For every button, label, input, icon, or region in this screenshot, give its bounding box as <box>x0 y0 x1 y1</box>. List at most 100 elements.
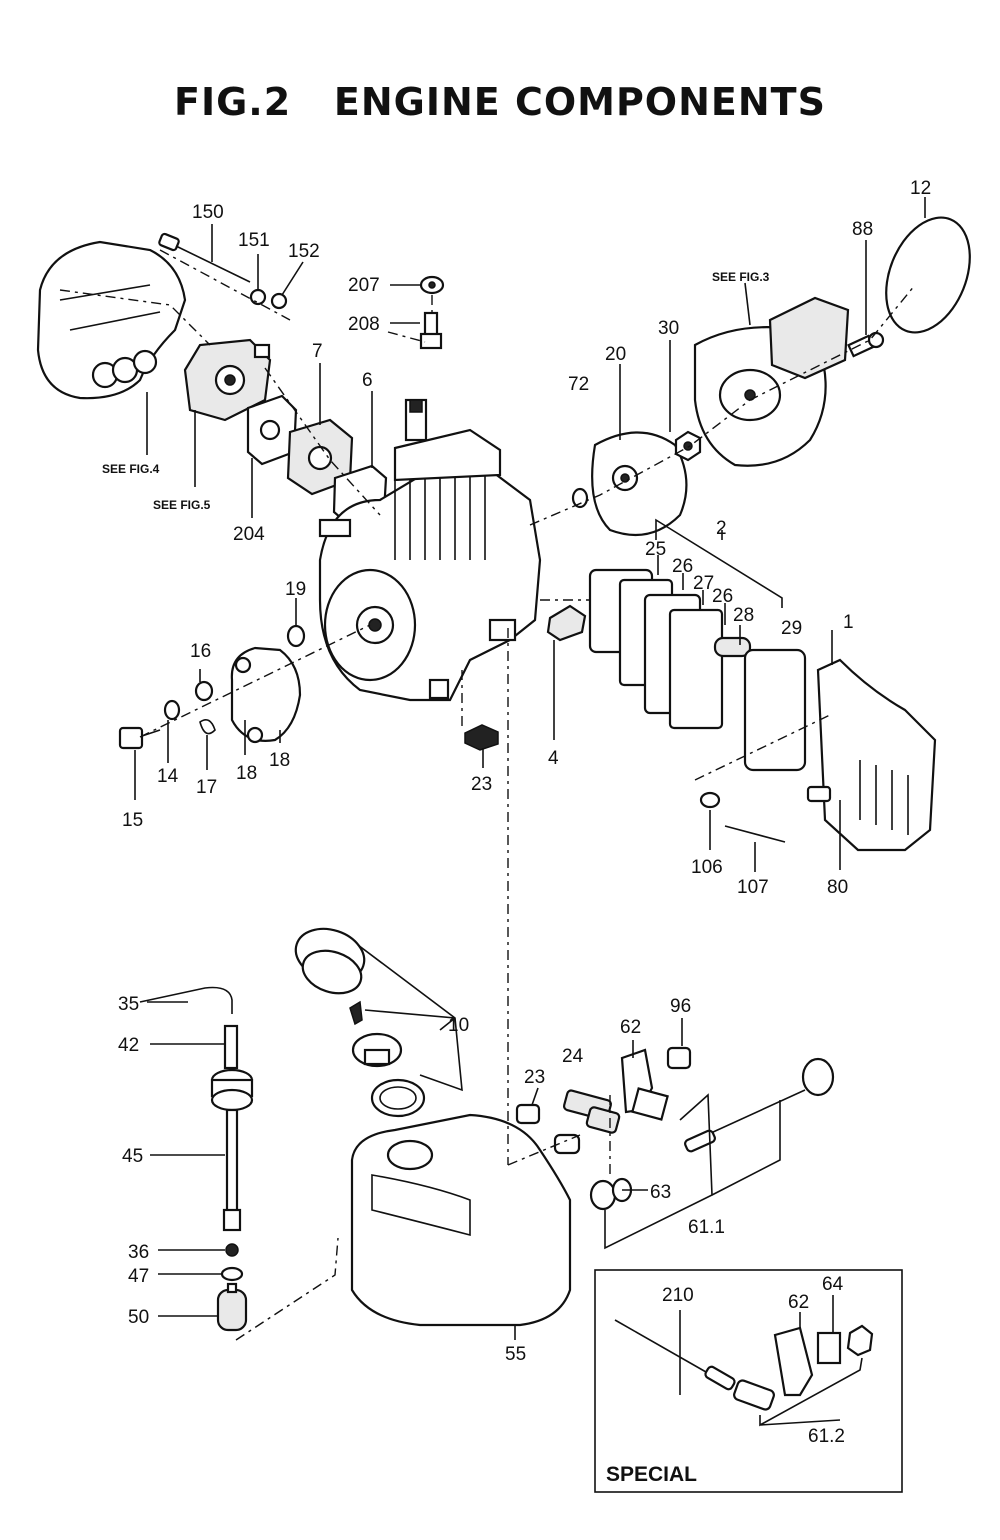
ref-see-fig3: SEE FIG.3 <box>712 270 770 284</box>
clutch-housing <box>693 296 850 467</box>
label-4: 4 <box>548 748 559 769</box>
label-2: 2 <box>716 518 727 539</box>
label-150: 150 <box>192 202 224 223</box>
label-15: 15 <box>122 810 143 831</box>
label-18a: 18 <box>236 763 257 784</box>
label-61-1: 61.1 <box>688 1217 725 1238</box>
label-61-2: 61.2 <box>808 1426 845 1447</box>
figure-title: FIG.2 ENGINE COMPONENTS <box>174 80 826 124</box>
label-28: 28 <box>733 605 754 626</box>
nut-30 <box>674 430 702 462</box>
label-10: 10 <box>448 1015 469 1036</box>
pad-23 <box>464 724 499 751</box>
washer-14 <box>163 699 181 721</box>
nut-207 <box>419 275 445 295</box>
label-204: 204 <box>233 524 265 545</box>
special-label: SPECIAL <box>606 1463 697 1486</box>
gasket-26b <box>668 608 724 730</box>
gasket-4 <box>546 604 587 642</box>
label-25: 25 <box>645 539 666 560</box>
label-64: 64 <box>822 1274 844 1295</box>
label-72: 72 <box>568 374 589 395</box>
engine-block <box>318 398 542 702</box>
clutch-drum-20 <box>591 431 688 537</box>
label-47: 47 <box>128 1266 149 1287</box>
throttle-cable-61-1 <box>684 1057 835 1153</box>
label-23a: 23 <box>471 774 492 795</box>
label-55: 55 <box>505 1344 526 1365</box>
label-80: 80 <box>827 877 848 898</box>
label-62b: 62 <box>788 1292 809 1313</box>
label-12: 12 <box>910 178 931 199</box>
label-36: 36 <box>128 1242 149 1263</box>
label-29: 29 <box>781 618 802 639</box>
clip-36 <box>225 1243 239 1257</box>
label-20: 20 <box>605 344 626 365</box>
leader-lines <box>134 197 926 1427</box>
washer-152 <box>270 292 288 310</box>
muffler-29 <box>743 648 807 772</box>
label-26a: 26 <box>672 556 693 577</box>
assembly-lines <box>59 249 916 1341</box>
fuel-line-35 <box>139 986 233 1014</box>
special-plate-64 <box>816 1331 842 1365</box>
special-nut <box>846 1324 874 1357</box>
label-151: 151 <box>238 230 270 251</box>
label-50: 50 <box>128 1307 149 1328</box>
fuel-tank-55 <box>350 1113 572 1327</box>
spacer-28 <box>713 636 752 658</box>
gasket-204 <box>246 394 298 466</box>
label-106: 106 <box>691 857 723 878</box>
insulator-7 <box>286 418 354 496</box>
label-207: 207 <box>348 275 380 296</box>
disc-12 <box>885 216 971 334</box>
label-62a: 62 <box>620 1017 641 1038</box>
label-30: 30 <box>658 318 679 339</box>
ref-see-fig4: SEE FIG.4 <box>102 462 160 476</box>
label-17: 17 <box>196 777 217 798</box>
throttle-parts <box>515 1046 692 1211</box>
air-cleaner-cover <box>36 240 187 400</box>
label-35: 35 <box>118 994 139 1015</box>
clutch-shoe-assembly <box>199 646 302 744</box>
screw-88 <box>847 331 885 358</box>
label-45: 45 <box>122 1146 143 1167</box>
label-152: 152 <box>288 241 320 262</box>
special-bracket-62 <box>773 1326 814 1397</box>
grommet-45 <box>210 1068 254 1232</box>
label-24: 24 <box>562 1046 584 1067</box>
part-labels: 12 88 150 151 152 207 208 7 6 30 20 72 2… <box>118 178 931 1447</box>
special-cable-210 <box>614 1319 775 1411</box>
label-210: 210 <box>662 1285 694 1306</box>
label-27: 27 <box>693 573 714 594</box>
muffler-cover-1 <box>816 658 937 852</box>
fuel-cap-10 <box>294 927 426 1118</box>
washer-47 <box>220 1266 244 1282</box>
fuel-filter-50 <box>216 1282 248 1332</box>
washer-near-drum <box>571 487 589 509</box>
label-26b: 26 <box>712 586 733 607</box>
washer-151 <box>249 288 267 306</box>
special-inset-box <box>594 1269 903 1493</box>
washer-16 <box>194 680 214 702</box>
label-42: 42 <box>118 1035 139 1056</box>
ref-see-fig5: SEE FIG.5 <box>153 498 211 512</box>
bolt-107 <box>724 825 786 843</box>
label-96: 96 <box>670 996 691 1017</box>
stud-208 <box>419 311 443 350</box>
bolt-150 <box>158 232 251 283</box>
label-1: 1 <box>843 612 854 633</box>
screw-80 <box>806 785 832 803</box>
label-23b: 23 <box>524 1067 545 1088</box>
washer-106 <box>699 791 721 809</box>
label-107: 107 <box>737 877 769 898</box>
label-19: 19 <box>285 579 306 600</box>
label-88: 88 <box>852 219 873 240</box>
label-14: 14 <box>157 766 179 787</box>
label-18b: 18 <box>269 750 290 771</box>
label-16: 16 <box>190 641 211 662</box>
label-7: 7 <box>312 341 323 362</box>
label-208: 208 <box>348 314 380 335</box>
carburetor <box>183 338 272 422</box>
